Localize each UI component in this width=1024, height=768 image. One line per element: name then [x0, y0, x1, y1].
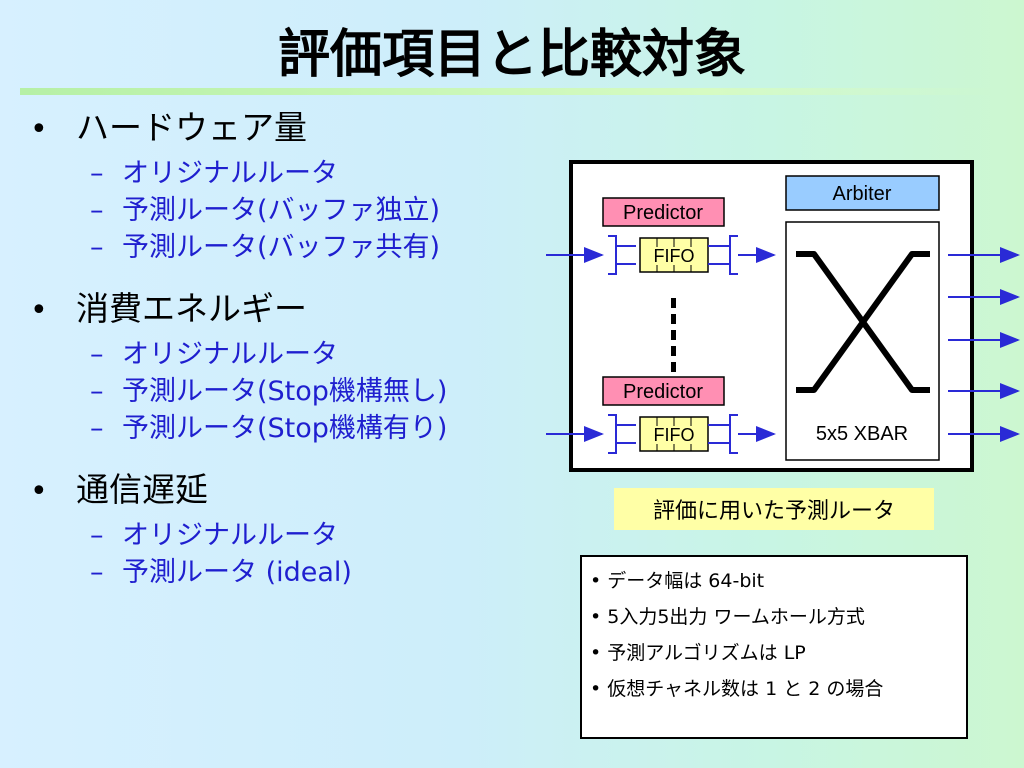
- fifo-label-bg: [648, 247, 700, 265]
- predictor-label-bottom: Predictor: [623, 381, 703, 403]
- dash-glyph: –: [90, 557, 104, 588]
- spec-box: • データ幅は 64-bit • 5入力5出力 ワームホール方式 • 予測アルゴ…: [580, 555, 968, 739]
- list-item: –オリジナルルータ: [90, 338, 490, 371]
- page-title: 評価項目と比較対象: [277, 25, 746, 85]
- dash-glyph: –: [90, 339, 104, 370]
- predictor-label-top: Predictor: [623, 202, 703, 224]
- fifo-label-top: FIFO: [654, 246, 695, 266]
- item-text: オリジナルルータ: [122, 520, 338, 551]
- section-heading: • ハードウェア量: [30, 105, 500, 153]
- item-text: 予測ルータ(バッファ共有): [122, 232, 441, 263]
- spec-item: • 予測アルゴリズムは LP: [590, 642, 806, 664]
- list-item: –予測ルータ (ideal): [90, 556, 490, 589]
- bullet-glyph: •: [30, 112, 48, 147]
- section-latency: • 通信遅延 –オリジナルルータ –予測ルータ (ideal): [30, 467, 500, 589]
- input-unit-bottom: Predictor FIFO: [602, 376, 776, 454]
- list-item: –オリジナルルータ: [90, 519, 490, 552]
- section-heading: • 消費エネルギー: [30, 286, 500, 334]
- predictor-box-top: [602, 197, 725, 227]
- xbar-box: [785, 221, 940, 461]
- mux-bottom: [729, 414, 738, 454]
- item-text: オリジナルルータ: [122, 158, 338, 189]
- item-text: 予測ルータ(Stop機構有り): [122, 413, 448, 444]
- title-underline: [20, 88, 1004, 95]
- fifo-label-bottom: FIFO: [654, 425, 695, 445]
- fifo-label-bg: [648, 426, 700, 444]
- item-text: 予測ルータ (ideal): [122, 557, 352, 588]
- dash-glyph: –: [90, 195, 104, 226]
- ellipsis-dots: [671, 298, 676, 372]
- spec-item: • 5入力5出力 ワームホール方式: [590, 606, 865, 628]
- bullet-glyph: •: [30, 474, 48, 509]
- mux-top: [729, 235, 738, 275]
- router-diagram: Predictor FIFO Predictor FIFO: [546, 160, 1020, 472]
- dash-glyph: –: [90, 413, 104, 444]
- demux-bottom: [608, 414, 617, 454]
- dash-glyph: –: [90, 232, 104, 263]
- item-text: 予測ルータ(バッファ独立): [122, 195, 441, 226]
- heading-text: ハードウェア量: [76, 108, 307, 147]
- diagram-caption: 評価に用いた予測ルータ: [614, 488, 934, 530]
- list-item: –予測ルータ(Stop機構有り): [90, 412, 490, 445]
- xbar-label: 5x5 XBAR: [816, 423, 908, 445]
- arbiter-label: Arbiter: [833, 183, 892, 205]
- outline-list: • ハードウェア量 –オリジナルルータ –予測ルータ(バッファ独立) –予測ルー…: [30, 105, 500, 611]
- dash-glyph: –: [90, 158, 104, 189]
- bullet-glyph: •: [30, 293, 48, 328]
- heading-text: 消費エネルギー: [76, 289, 307, 328]
- predictor-box-bottom: [602, 376, 725, 406]
- arbiter-box: [785, 175, 940, 211]
- item-text: オリジナルルータ: [122, 339, 338, 370]
- list-item: –予測ルータ(Stop機構無し): [90, 375, 490, 408]
- spec-item: • データ幅は 64-bit: [590, 570, 765, 592]
- section-heading: • 通信遅延: [30, 467, 500, 515]
- list-item: –予測ルータ(バッファ独立): [90, 194, 490, 227]
- list-item: –オリジナルルータ: [90, 157, 490, 190]
- dash-glyph: –: [90, 376, 104, 407]
- section-energy: • 消費エネルギー –オリジナルルータ –予測ルータ(Stop機構無し) –予測…: [30, 286, 500, 445]
- section-hardware: • ハードウェア量 –オリジナルルータ –予測ルータ(バッファ独立) –予測ルー…: [30, 105, 500, 264]
- xbar-cross: [796, 251, 930, 393]
- item-text: 予測ルータ(Stop機構無し): [122, 376, 448, 407]
- heading-text: 通信遅延: [76, 470, 208, 509]
- spec-item: • 仮想チャネル数は 1 と 2 の場合: [590, 678, 884, 700]
- dash-glyph: –: [90, 520, 104, 551]
- demux-top: [608, 235, 617, 275]
- list-item: –予測ルータ(バッファ共有): [90, 231, 490, 264]
- input-unit-top: Predictor FIFO: [602, 197, 776, 275]
